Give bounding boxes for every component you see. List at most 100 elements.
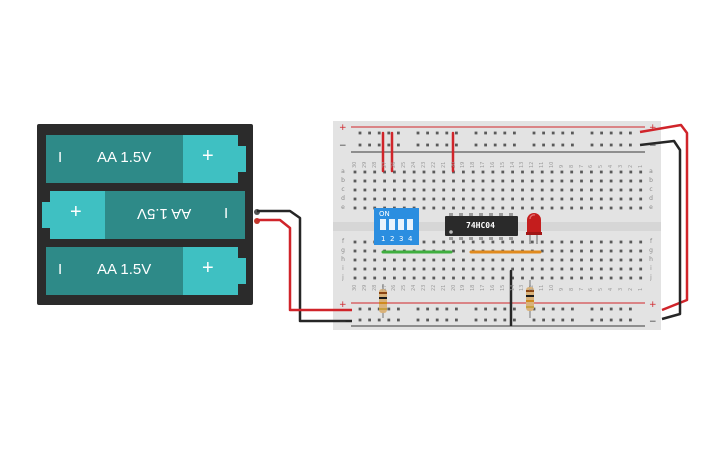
column-number-29-bottom: 29 bbox=[361, 284, 368, 291]
rail-sign-top-right-plus: + bbox=[649, 123, 657, 133]
column-number-26-bottom: 26 bbox=[391, 284, 398, 291]
rail-sign-top-left-plus: + bbox=[339, 123, 347, 133]
column-number-13-bottom: 13 bbox=[519, 284, 526, 291]
column-number-15-bottom: 15 bbox=[499, 284, 506, 291]
wire-red-right-rail[interactable] bbox=[639, 123, 689, 312]
column-number-17-top: 17 bbox=[480, 161, 487, 168]
column-number-23-bottom: 23 bbox=[420, 284, 427, 291]
row-letter-left-j: j bbox=[342, 274, 344, 281]
column-number-6-top: 6 bbox=[588, 164, 595, 168]
row-letter-right-c: c bbox=[649, 186, 653, 193]
row-letter-right-b: b bbox=[649, 177, 653, 184]
column-number-26-top: 26 bbox=[391, 161, 398, 168]
row-letter-right-g: g bbox=[649, 247, 653, 254]
column-number-30-top: 30 bbox=[352, 161, 358, 168]
column-number-14-bottom: 14 bbox=[509, 284, 516, 291]
ic-74hc04[interactable] bbox=[445, 213, 518, 240]
row-letter-right-e: e bbox=[649, 204, 653, 211]
column-number-7-bottom: 7 bbox=[578, 287, 585, 291]
cell-3-negative-symbol: I bbox=[58, 261, 63, 278]
ic-label: 74HC04 bbox=[466, 221, 495, 230]
column-number-13-top: 13 bbox=[519, 161, 526, 168]
rail-sign-top-right-minus: − bbox=[649, 141, 657, 151]
column-number-25-bottom: 25 bbox=[401, 284, 408, 291]
rail-sign-bottom-left-plus: + bbox=[339, 300, 347, 310]
column-number-21-bottom: 21 bbox=[440, 284, 447, 291]
row-letter-left-e: e bbox=[341, 204, 345, 211]
column-number-24-bottom: 24 bbox=[411, 284, 418, 291]
row-letter-right-a: a bbox=[649, 168, 653, 175]
column-number-7-top: 7 bbox=[578, 164, 585, 168]
wire-red-battery-positive[interactable] bbox=[257, 218, 352, 312]
column-number-20-top: 20 bbox=[450, 161, 457, 168]
battery-cell-2[interactable] bbox=[42, 191, 245, 239]
column-number-9-top: 9 bbox=[558, 164, 565, 168]
resistor-1[interactable] bbox=[379, 284, 387, 318]
row-letter-left-i: i bbox=[342, 265, 344, 272]
column-number-15-top: 15 bbox=[499, 161, 506, 168]
row-letter-left-a: a bbox=[341, 168, 345, 175]
rail-sign-bottom-right-minus: − bbox=[649, 317, 657, 327]
column-number-25-top: 25 bbox=[401, 161, 408, 168]
row-letter-right-h: h bbox=[649, 256, 653, 263]
resistor-2[interactable] bbox=[526, 280, 534, 318]
column-number-1-bottom: 1 bbox=[637, 287, 644, 291]
rail-sign-bottom-left-minus: − bbox=[339, 317, 347, 327]
column-number-3-bottom: 3 bbox=[617, 287, 624, 291]
dip-switch-on-label: ON bbox=[379, 210, 390, 218]
column-number-4-bottom: 4 bbox=[608, 287, 615, 291]
column-number-8-top: 8 bbox=[568, 164, 575, 168]
column-number-12-bottom: 12 bbox=[529, 284, 536, 291]
column-number-16-bottom: 16 bbox=[489, 284, 496, 291]
battery-cell-1[interactable] bbox=[46, 135, 246, 183]
cell-1-label: AA 1.5V bbox=[97, 149, 152, 166]
column-number-27-bottom: 27 bbox=[381, 284, 388, 291]
column-number-10-bottom: 10 bbox=[549, 284, 555, 291]
led-red[interactable] bbox=[526, 213, 542, 244]
dip-switch-number-2: 2 bbox=[390, 235, 395, 243]
column-number-22-bottom: 22 bbox=[430, 284, 437, 291]
column-number-23-top: 23 bbox=[420, 161, 427, 168]
rail-sign-bottom-right-plus: + bbox=[649, 300, 657, 310]
dip-switch-number-1: 1 bbox=[381, 235, 386, 243]
row-letter-left-d: d bbox=[341, 195, 345, 202]
cell-3-positive-symbol: + bbox=[202, 257, 214, 279]
row-letter-left-b: b bbox=[341, 177, 345, 184]
column-number-29-top: 29 bbox=[361, 161, 368, 168]
column-number-4-top: 4 bbox=[608, 164, 615, 168]
column-number-14-top: 14 bbox=[509, 161, 516, 168]
column-number-5-top: 5 bbox=[598, 164, 605, 168]
battery-cell-3[interactable] bbox=[46, 247, 246, 295]
column-number-19-top: 19 bbox=[460, 161, 467, 168]
wire-black-right-rail[interactable] bbox=[639, 139, 682, 321]
cell-1-positive-symbol: + bbox=[202, 145, 214, 167]
row-letter-right-f: f bbox=[649, 238, 653, 245]
dip-switch[interactable] bbox=[374, 208, 419, 245]
row-letter-left-g: g bbox=[341, 247, 345, 254]
column-number-2-bottom: 2 bbox=[627, 287, 634, 291]
column-number-22-top: 22 bbox=[430, 161, 437, 168]
column-number-9-bottom: 9 bbox=[558, 287, 565, 291]
column-number-6-bottom: 6 bbox=[588, 287, 595, 291]
cell-2-label: AA 1.5V bbox=[137, 205, 192, 222]
column-number-12-top: 12 bbox=[529, 161, 536, 168]
breadboard-holes bbox=[353, 131, 643, 322]
column-number-11-bottom: 11 bbox=[539, 284, 546, 291]
column-number-2-top: 2 bbox=[627, 164, 634, 168]
rail-sign-top-left-minus: − bbox=[339, 141, 347, 151]
column-number-30-bottom: 30 bbox=[352, 284, 358, 291]
column-number-28-bottom: 28 bbox=[371, 284, 378, 291]
column-number-10-top: 10 bbox=[549, 161, 555, 168]
row-letter-left-f: f bbox=[341, 238, 345, 245]
row-letter-right-i: i bbox=[650, 265, 652, 272]
column-number-27-top: 27 bbox=[381, 161, 388, 168]
cell-2-positive-symbol: + bbox=[70, 201, 82, 223]
column-number-8-bottom: 8 bbox=[568, 287, 575, 291]
row-letter-left-h: h bbox=[341, 256, 345, 263]
column-number-17-bottom: 17 bbox=[480, 284, 487, 291]
column-number-18-bottom: 18 bbox=[470, 284, 477, 291]
column-number-18-top: 18 bbox=[470, 161, 477, 168]
wire-black-battery-negative[interactable] bbox=[257, 209, 352, 323]
cell-1-negative-symbol: I bbox=[58, 149, 63, 166]
